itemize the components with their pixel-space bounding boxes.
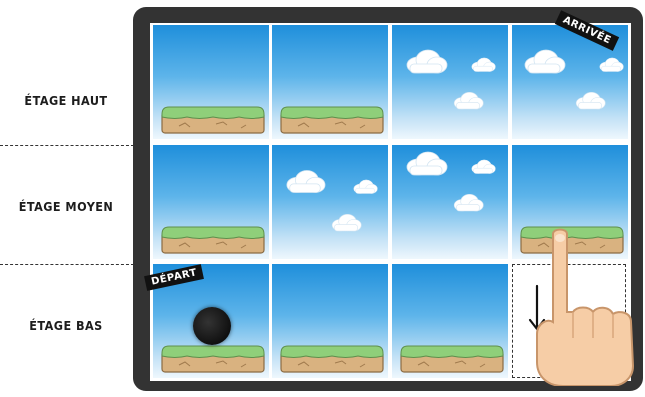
floor-divider-1	[0, 145, 134, 146]
floor-divider-2	[0, 264, 134, 265]
pointing-hand-icon	[533, 226, 645, 386]
tile-r1-c2[interactable]	[392, 145, 508, 259]
floor-label-top: ÉTAGE HAUT	[7, 93, 126, 108]
cloud-icon	[470, 159, 496, 179]
cloud-icon	[522, 49, 566, 79]
cloud-icon	[598, 57, 624, 77]
ground-platform	[161, 104, 265, 134]
tile-r2-c2[interactable]	[392, 264, 508, 378]
tile-r0-c1[interactable]	[272, 25, 388, 139]
ground-platform	[161, 224, 265, 254]
tile-r1-c0[interactable]	[153, 145, 269, 259]
cloud-icon	[452, 91, 484, 115]
ground-platform	[400, 343, 504, 373]
ground-platform	[161, 343, 265, 373]
floor-label-bottom: ÉTAGE BAS	[7, 318, 126, 333]
cloud-icon	[330, 213, 362, 237]
ground-platform	[280, 343, 384, 373]
tile-r0-c0[interactable]	[153, 25, 269, 139]
ground-platform	[280, 104, 384, 134]
tile-r0-c2[interactable]	[392, 25, 508, 139]
cloud-icon	[352, 179, 378, 199]
tile-r1-c1[interactable]	[272, 145, 388, 259]
cloud-icon	[574, 91, 606, 115]
tile-r2-c1[interactable]	[272, 264, 388, 378]
ball-icon[interactable]	[193, 307, 231, 345]
cloud-icon	[470, 57, 496, 77]
cloud-icon	[452, 193, 484, 217]
floor-label-middle: ÉTAGE MOYEN	[7, 199, 126, 214]
cloud-icon	[404, 151, 448, 181]
cloud-icon	[404, 49, 448, 79]
cloud-icon	[284, 169, 326, 199]
